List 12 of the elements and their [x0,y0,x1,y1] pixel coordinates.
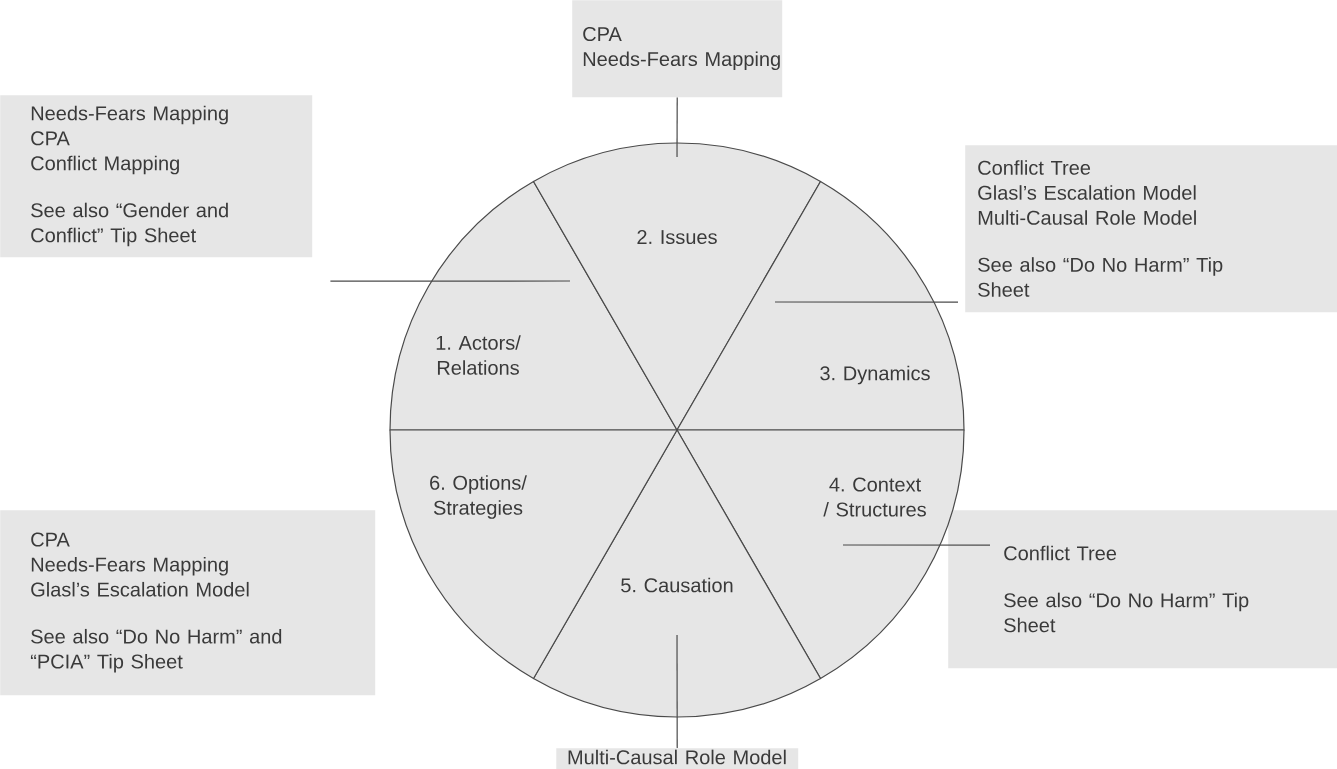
leader-line [774,301,959,303]
text-box: CPA Needs-Fears Mapping [572,0,783,98]
text-box: Multi-Causal Role Model [556,748,799,769]
leader-line [329,280,571,282]
leader-line [676,634,678,749]
text-box: Needs-Fears Mapping CPA Conflict Mapping See also “Gender and Conflict” Tip Sheet [0,95,313,258]
text-box: Conflict Tree Glasl’s Escalation Model Multi-Causal Role Model See also “Do No Harm” Tip Sheet [965,145,1337,313]
leader-line [676,96,678,158]
text-box: Conflict Tree See also “Do No Harm” Tip Sheet [948,510,1337,669]
text-box: CPA Needs-Fears Mapping Glasl’s Escalation Model See also “Do No Harm” and “PCIA” Tip Sheet [0,510,376,696]
leader-line [842,544,991,546]
circle-sector: 5. Causation [532,429,822,718]
